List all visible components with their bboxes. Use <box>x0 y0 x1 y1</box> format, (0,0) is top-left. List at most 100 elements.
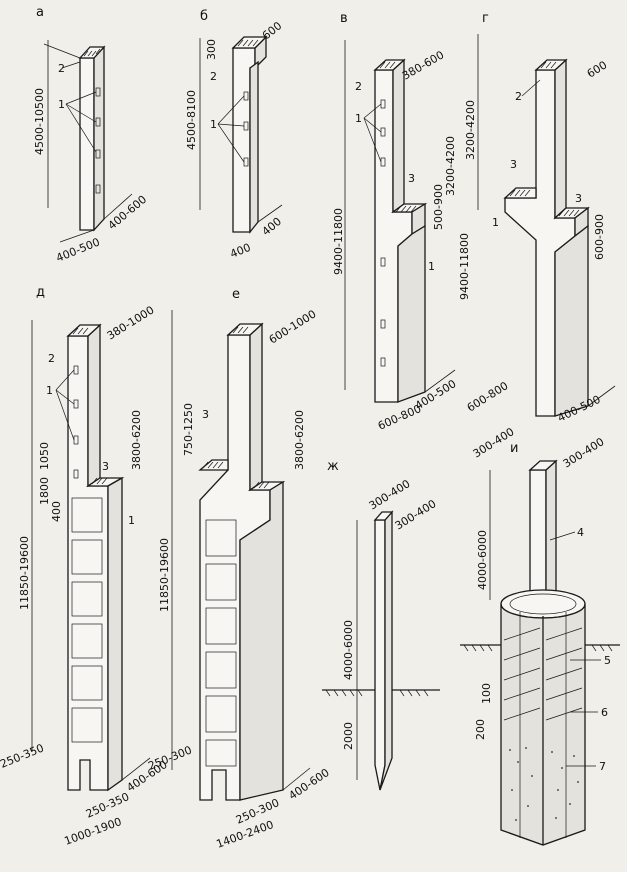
column-g-top <box>534 59 568 71</box>
column-a-front <box>79 57 95 231</box>
dim-e-top: 600-1000 <box>267 307 319 346</box>
dim-g-console: 600-900 <box>593 214 606 260</box>
mark-a-1: 1 <box>58 98 65 111</box>
column-b-top <box>231 36 268 49</box>
dim-v-height: 9400-11800 <box>332 208 345 275</box>
mark-g-3a: 3 <box>510 158 517 171</box>
column-a-top <box>78 46 106 59</box>
caption-e: е <box>232 287 240 302</box>
mark-v-1: 1 <box>355 112 362 125</box>
mark-i-7: 7 <box>599 760 606 773</box>
pile-zh-top <box>373 511 394 521</box>
column-d-lower-side <box>107 476 123 792</box>
caption-i: и <box>510 441 518 456</box>
dim-zh-top-a: 300-400 <box>367 477 413 512</box>
column-v-lower-side <box>397 224 426 403</box>
caption-b: б <box>200 9 208 24</box>
dim-d-1050: 1050 <box>38 442 51 470</box>
column-e-upper-side <box>249 322 263 492</box>
column-v-upper-side <box>392 58 405 214</box>
column-d-top <box>66 324 102 337</box>
caption-a: а <box>36 5 44 20</box>
dim-zh-length: 4000-6000 <box>342 620 355 680</box>
caption-v: в <box>340 11 348 26</box>
figure-zh: ж 4000-6000 2000 300-400 300-400 <box>322 459 440 791</box>
dim-d-base-left: 250-350 <box>0 742 46 771</box>
dim-i-200: 200 <box>474 719 487 740</box>
figure-d: д 11850-19600 1050 1800 400 380-1000 380… <box>0 285 170 848</box>
dim-v-base: 600-800 <box>376 402 423 433</box>
mark-g-1: 1 <box>492 216 499 229</box>
mark-e-3: 3 <box>202 408 209 421</box>
dim-b-height: 4500-8100 <box>185 90 198 150</box>
mark-g-3b: 3 <box>575 192 582 205</box>
pile-i-shaft-front <box>529 469 547 601</box>
figure-i: и 4000-6000 100 200 300-400 300-400 4 5 … <box>460 425 620 846</box>
dim-e-console: 750-1250 <box>182 403 195 456</box>
column-v-top <box>373 59 406 71</box>
mark-b-1: 1 <box>210 118 217 131</box>
dim-i-length: 4000-6000 <box>476 530 489 590</box>
mark-v-2: 2 <box>355 80 362 93</box>
mark-v-3: 3 <box>408 172 415 185</box>
pile-i-shaft-side <box>545 459 557 602</box>
dim-g-base: 600-800 <box>465 379 511 414</box>
dim-g-height: 9400-11800 <box>458 233 471 300</box>
pile-zh-front <box>374 519 386 791</box>
mark-d-2: 2 <box>48 352 55 365</box>
dim-d-height: 11850-19600 <box>18 536 31 610</box>
mark-b-2: 2 <box>210 70 217 83</box>
dim-a-base: 400-500 <box>54 236 101 265</box>
mark-v-1b: 1 <box>428 260 435 273</box>
mark-d-3: 3 <box>102 460 109 473</box>
figure-b: б 4500-8100 300 600 2 1 400 400 <box>185 9 284 261</box>
caption-d: д <box>36 285 45 300</box>
dim-v-top: 380-600 <box>400 48 446 82</box>
figure-g: г 3200-4200 9400-11800 600 600-900 2 3 3… <box>458 11 616 425</box>
dim-v-console: 500-900 <box>432 184 445 230</box>
dim-g-upper: 3200-4200 <box>464 100 477 160</box>
column-g-left-console-top <box>503 187 537 199</box>
dim-e-height: 11850-19600 <box>158 538 171 612</box>
dim-b-cap: 300 <box>205 39 218 60</box>
dim-zh-embed: 2000 <box>342 722 355 750</box>
dim-d-top: 380-1000 <box>105 303 157 342</box>
mark-g-2: 2 <box>515 90 522 103</box>
dim-d-base-width: 1000-1900 <box>63 815 124 848</box>
caption-zh: ж <box>327 459 339 474</box>
column-b-side <box>249 60 259 234</box>
dim-e-side: 400-600 <box>286 766 331 802</box>
mark-i-5: 5 <box>604 654 611 667</box>
dim-g-top: 600 <box>585 58 610 80</box>
column-g-upper-side <box>554 58 567 220</box>
mark-d-1: 1 <box>46 384 53 397</box>
caption-g: г <box>482 11 489 26</box>
mark-i-4: 4 <box>577 526 584 539</box>
mark-i-6: 6 <box>601 706 608 719</box>
dim-zh-top-b: 300-400 <box>393 497 439 532</box>
dim-d-400: 400 <box>50 501 63 522</box>
dim-a-side: 400-600 <box>106 193 150 233</box>
dim-i-top-b: 300-400 <box>561 435 607 470</box>
dim-e-base-left: 250-300 <box>146 744 193 773</box>
dim-i-100: 100 <box>480 683 493 704</box>
dim-b-base: 400 <box>228 241 252 261</box>
column-d-upper-side <box>87 323 101 488</box>
dim-a-height: 4500-10500 <box>33 88 46 155</box>
dim-e-upper: 3800-6200 <box>293 410 306 470</box>
figure-a: а 4500-10500 2 1 400-600 400-500 <box>33 5 149 265</box>
pile-i-top <box>528 460 558 471</box>
column-e-left-console-top <box>198 459 229 471</box>
dim-v-upper: 3200-4200 <box>444 136 457 196</box>
dim-d-base-mid: 250-350 <box>84 790 131 821</box>
column-e-lower-side <box>239 480 284 801</box>
dim-d-1800: 1800 <box>38 477 51 505</box>
mark-a-2: 2 <box>58 62 65 75</box>
column-a-side <box>93 45 105 232</box>
mark-d-1b: 1 <box>128 514 135 527</box>
dim-d-upper: 3800-6200 <box>130 410 143 470</box>
column-g-lower-side <box>554 224 589 417</box>
column-e-top <box>226 323 264 336</box>
